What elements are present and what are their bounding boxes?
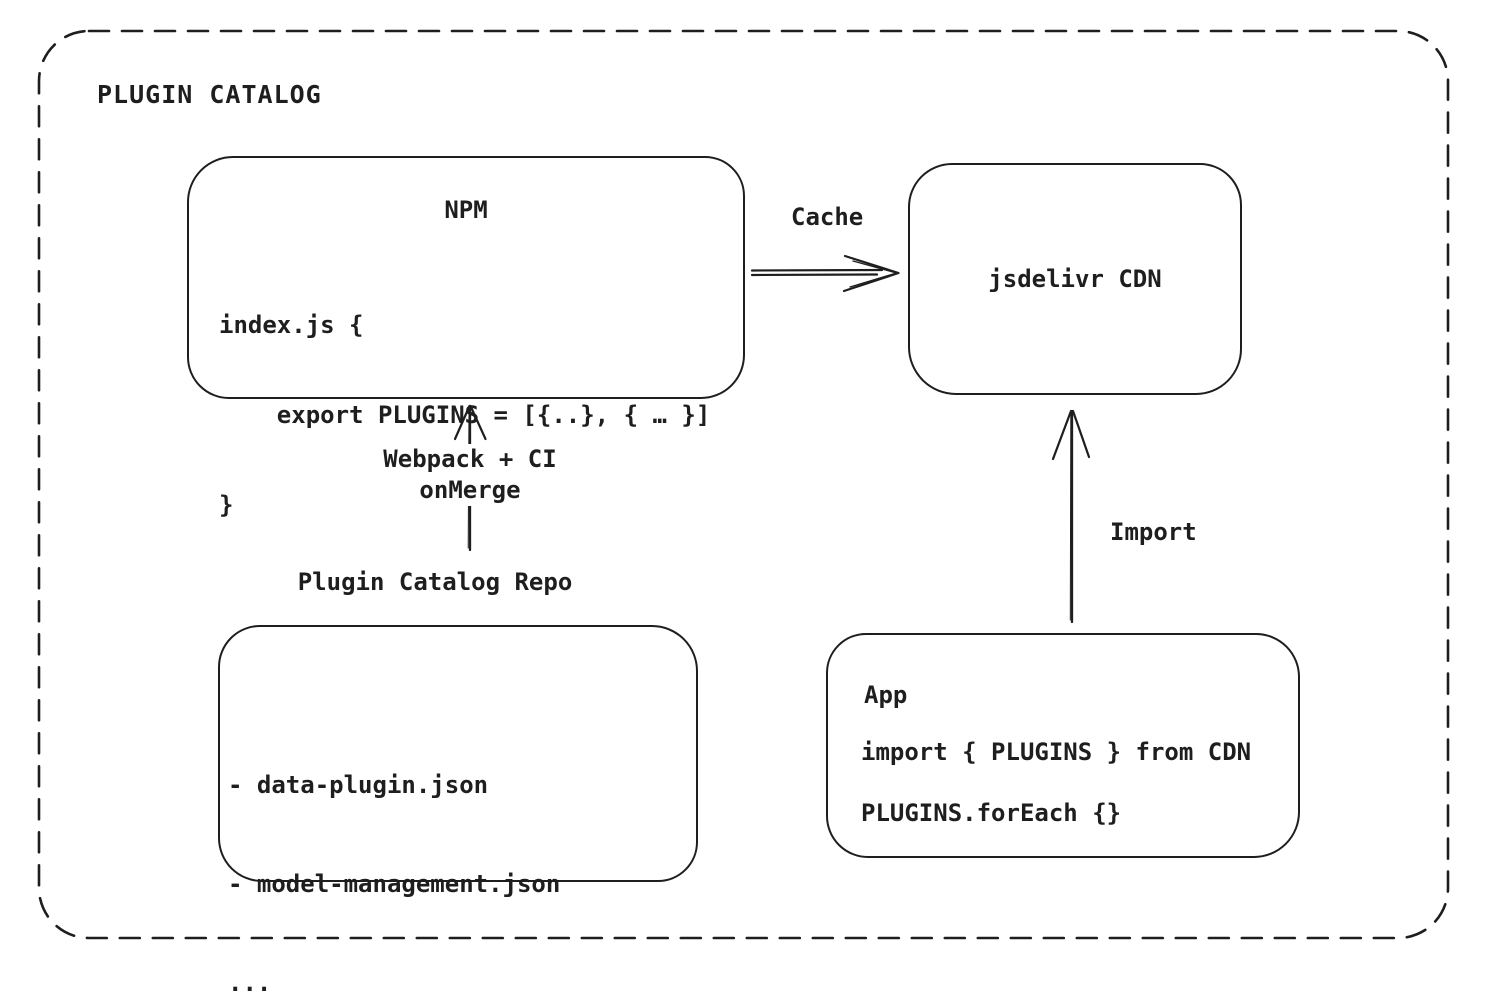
repo-file-list: - data-plugin.json - model-management.js… bbox=[228, 703, 560, 1002]
import-arrow bbox=[1051, 409, 1091, 624]
cache-arrow bbox=[750, 254, 900, 293]
cdn-node: jsdelivr CDN bbox=[908, 163, 1242, 395]
repo-file-item: - model-management.json bbox=[228, 870, 561, 898]
npm-code-line: } bbox=[219, 491, 234, 519]
npm-code-line: export PLUGINS = [{..}, { … }] bbox=[219, 401, 711, 429]
webpack-arrow-label-line: onMerge bbox=[419, 476, 521, 504]
diagram-title: PLUGIN CATALOG bbox=[97, 80, 322, 109]
app-node: App import { PLUGINS } from CDN PLUGINS.… bbox=[826, 633, 1300, 858]
repo-node: - data-plugin.json - model-management.js… bbox=[218, 625, 698, 997]
repo-file-item: - data-plugin.json bbox=[228, 771, 489, 799]
import-arrow-label: Import bbox=[1110, 518, 1197, 546]
cache-arrow-label: Cache bbox=[791, 203, 864, 231]
cdn-node-label: jsdelivr CDN bbox=[988, 265, 1162, 293]
repo-file-item: ... bbox=[228, 969, 272, 997]
repo-node-title: Plugin Catalog Repo bbox=[297, 568, 573, 596]
app-node-title: App bbox=[864, 681, 908, 709]
npm-code-line: index.js { bbox=[219, 311, 364, 339]
npm-node-title: NPM bbox=[444, 196, 488, 224]
webpack-arrow-label: Webpack + CI onMerge bbox=[377, 444, 563, 506]
npm-code-block: index.js { export PLUGINS = [{..}, { … }… bbox=[219, 250, 710, 580]
plugin-catalog-boundary bbox=[37, 29, 1450, 940]
app-code-line: PLUGINS.forEach {} bbox=[861, 799, 1122, 827]
app-code-line: import { PLUGINS } from CDN bbox=[861, 738, 1252, 766]
webpack-arrow-label-line: Webpack + CI bbox=[383, 445, 557, 473]
npm-node: NPM index.js { export PLUGINS = [{..}, {… bbox=[187, 156, 745, 519]
